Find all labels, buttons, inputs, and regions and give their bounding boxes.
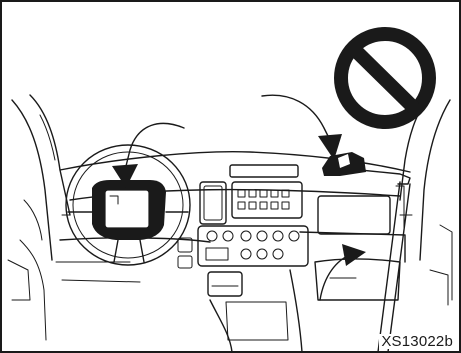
arrow-to-passenger-object (262, 95, 342, 160)
passenger-dashboard (315, 186, 404, 300)
figure-code: XS13022b (379, 334, 455, 349)
arrow-from-glove-box (320, 244, 366, 300)
passenger-airbag-panel (318, 196, 390, 234)
steering-wheel (66, 145, 190, 265)
center-console (178, 165, 308, 352)
prohibition-icon (341, 34, 429, 122)
left-door-pillar (8, 95, 70, 340)
